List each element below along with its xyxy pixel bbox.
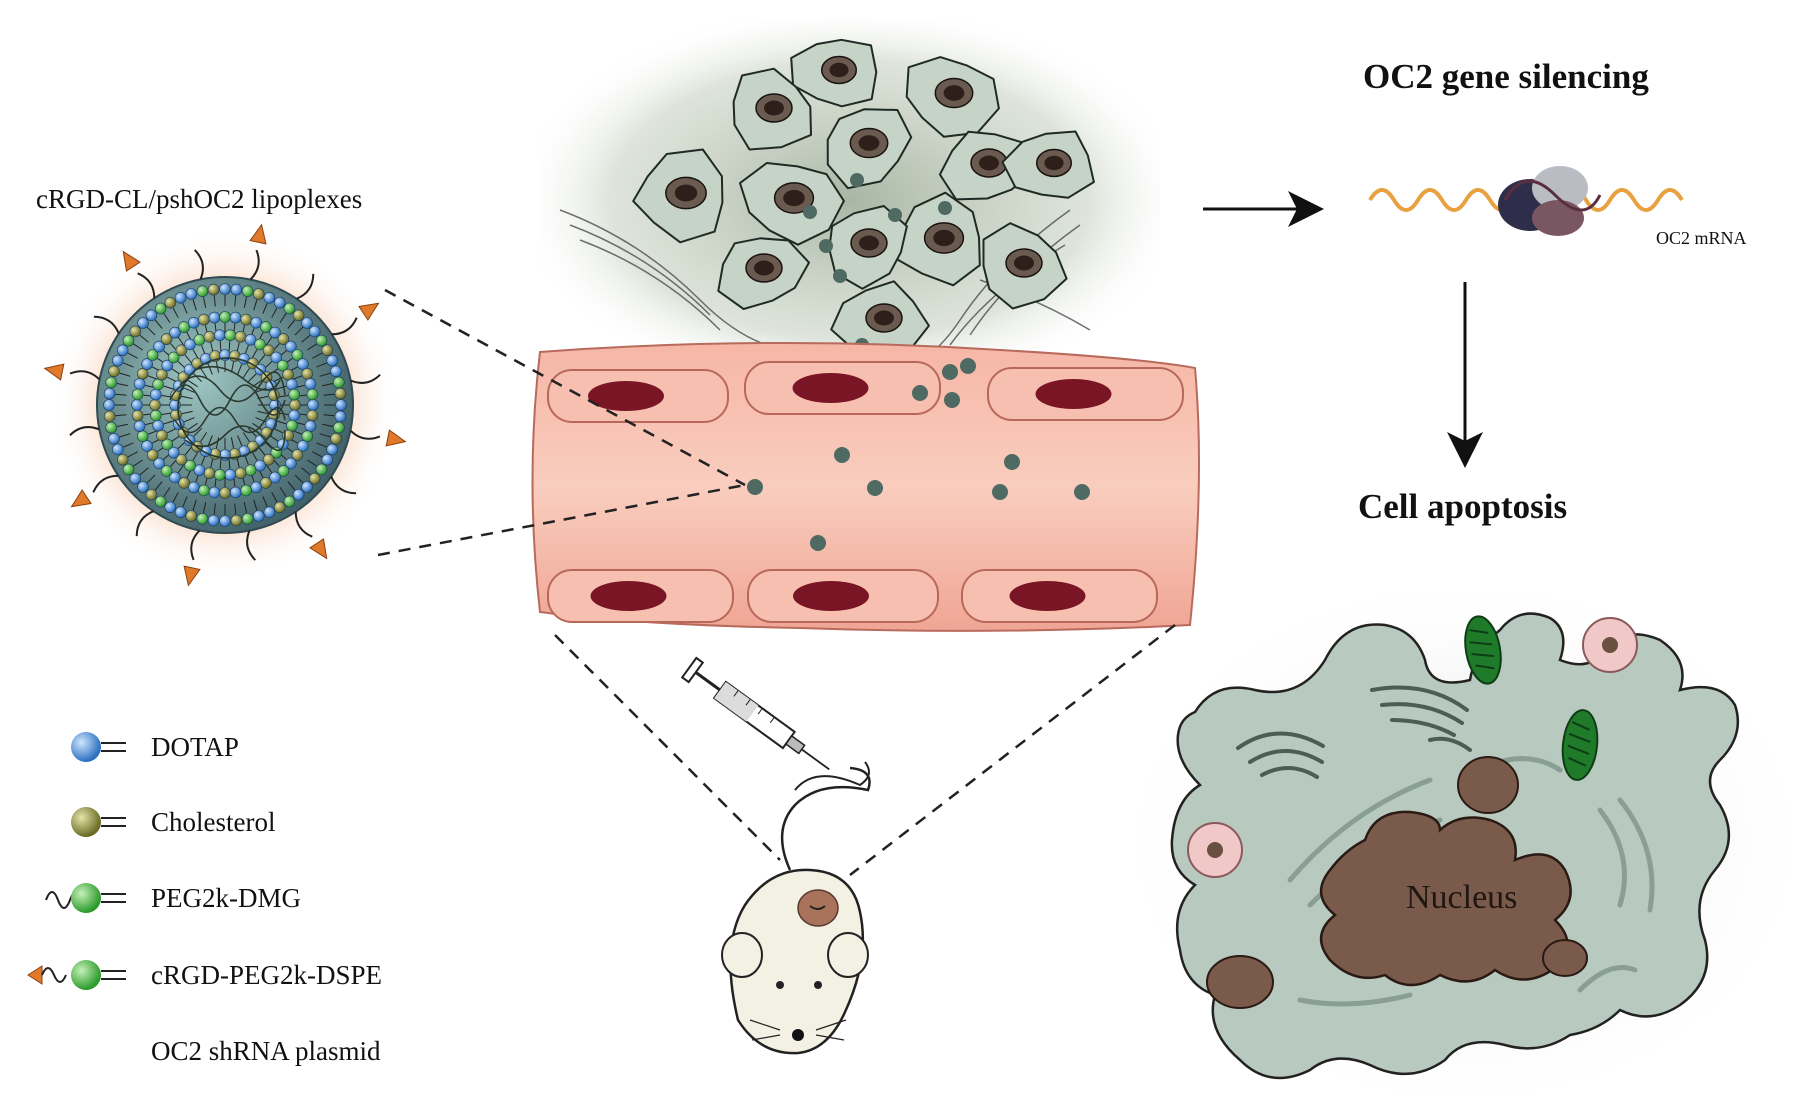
apoptotic-vesicle-icon — [1187, 822, 1243, 878]
endothelial-nucleus — [588, 381, 664, 411]
endothelial-cell — [547, 369, 729, 423]
mrna-ribosome — [1368, 166, 1684, 236]
lipoplex-dot — [960, 358, 976, 374]
endothelial-cells — [547, 361, 1184, 623]
legend-label: cRGD-PEG2k-DSPE — [151, 960, 382, 990]
tumor-cell — [982, 222, 1068, 310]
lipoplex-dot — [819, 239, 833, 253]
tumor-cell — [905, 56, 1000, 138]
lipoplex-dot — [1074, 484, 1090, 500]
crgd-ligand — [385, 429, 407, 447]
lipoplex-dot — [1004, 454, 1020, 470]
endothelial-nucleus — [1035, 379, 1112, 409]
mitochondrion-icon — [1464, 615, 1502, 685]
apoptotic-cell: Nucleus — [1140, 590, 1790, 1095]
ribosome-icon — [1498, 166, 1602, 236]
tumor-cell — [632, 148, 724, 244]
crgd-ligand — [358, 302, 380, 321]
tumor-cell — [828, 205, 908, 290]
tumor-cluster — [540, 20, 1160, 395]
lipoplex-dot — [833, 269, 847, 283]
apoptotic-vesicle-icon — [1582, 617, 1638, 673]
tumor-cell — [732, 67, 812, 151]
endothelial-cell — [987, 367, 1184, 421]
lipoplex-dot — [942, 364, 958, 380]
tumor-cells — [632, 38, 1095, 353]
golgi-apparatus — [1236, 685, 1472, 779]
lipoplex-dot — [912, 385, 928, 401]
legend-item: PEG2k-DMG — [45, 883, 301, 913]
legend-label: Cholesterol — [151, 807, 275, 837]
mrna-label: OC2 mRNA — [1656, 228, 1747, 248]
crgd-ligand — [309, 538, 328, 560]
silencing-title: OC2 gene silencing — [1363, 57, 1649, 96]
nucleus-fragment — [1206, 955, 1274, 1009]
lipoplex-dot — [867, 480, 883, 496]
endothelial-nucleus — [590, 581, 667, 611]
mouse-icon — [721, 761, 871, 1055]
blood-vessel — [531, 341, 1200, 632]
cholesterol-icon — [71, 807, 101, 837]
dotap-icon — [71, 732, 101, 762]
lipoplex-dot — [810, 535, 826, 551]
tumor-cell — [826, 108, 913, 190]
tumor-cell — [893, 191, 981, 287]
endothelial-nucleus — [793, 581, 869, 611]
crgd-ligand — [249, 223, 267, 245]
endothelial-cell — [744, 361, 941, 415]
mitochondrion-icon — [1561, 709, 1599, 781]
lipoplex-dot — [803, 205, 817, 219]
endothelial-nucleus — [792, 373, 869, 403]
apoptosis-title: Cell apoptosis — [1358, 487, 1567, 526]
legend-label: OC2 shRNA plasmid — [151, 1036, 381, 1066]
legend-item: OC2 shRNA plasmid — [151, 1036, 381, 1066]
endothelial-cell — [747, 569, 939, 623]
tumor-cell — [938, 130, 1035, 201]
tumor-cell — [1001, 130, 1095, 199]
crgd-peg-dspe-icon — [27, 965, 43, 985]
tumor-cell — [717, 237, 810, 310]
legend-item: cRGD-PEG2k-DSPE — [27, 960, 382, 990]
nucleus-fragment — [1457, 756, 1519, 814]
nucleus-fragment — [1542, 939, 1588, 977]
crgd-ligand — [43, 363, 65, 381]
endothelial-cell — [961, 569, 1158, 623]
crgd-ligand — [70, 489, 92, 508]
nucleus-label: Nucleus — [1406, 879, 1517, 916]
lipoplex-dot — [992, 484, 1008, 500]
legend-label: PEG2k-DMG — [151, 883, 301, 913]
crgd-ligand — [122, 250, 141, 272]
lipoplex-dot — [850, 173, 864, 187]
lipoplex-label: cRGD-CL/pshOC2 lipoplexes — [36, 184, 362, 214]
outer-lipid-layer — [103, 283, 347, 527]
syringe-icon — [680, 656, 830, 771]
endothelial-nucleus — [1009, 581, 1086, 611]
lipoplex-dot — [938, 201, 952, 215]
circulating-lipoplexes — [747, 358, 1090, 551]
legend-item: Cholesterol — [71, 807, 275, 837]
legend: DOTAP Cholesterol PEG2k-DMG cRGD-PEG2k-D… — [27, 732, 382, 1066]
legend-item: DOTAP — [71, 732, 239, 762]
plasmid-coil — [169, 357, 286, 459]
lipoplex-dot — [747, 479, 763, 495]
tumor-cell — [739, 162, 845, 246]
crgd-ligand — [183, 565, 201, 587]
lipoplex-dot — [888, 208, 902, 222]
tumor-cell — [790, 38, 878, 108]
legend-label: DOTAP — [151, 732, 239, 762]
peg-chains — [43, 223, 407, 587]
lipoplex-dot — [834, 447, 850, 463]
endothelial-cell — [547, 569, 734, 623]
tumor-cell — [830, 280, 930, 353]
zoom-lines — [377, 288, 1176, 876]
lipoplex-particle — [43, 223, 407, 587]
lipoplex-dot — [944, 392, 960, 408]
